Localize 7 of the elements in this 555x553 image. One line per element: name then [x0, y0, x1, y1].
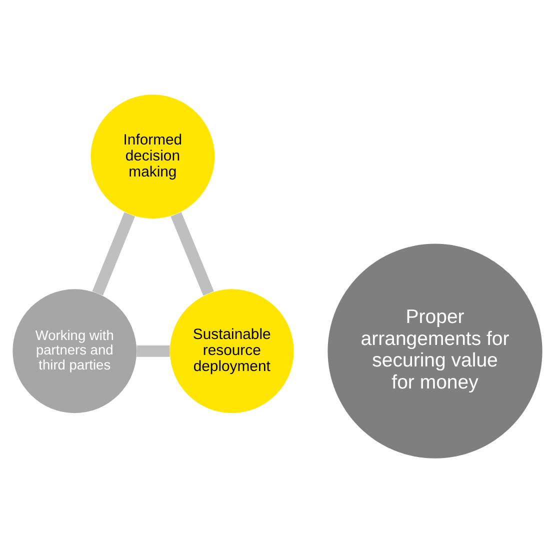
node-circle: Sustainable resource deployment: [170, 289, 294, 414]
node-circle: Proper arrangements for securing value for money: [328, 244, 542, 458]
node-circle: Informed decision making: [90, 94, 215, 219]
node-circle: Working with partners and third parties: [12, 289, 137, 414]
connector: [136, 345, 170, 357]
connector: [92, 212, 136, 296]
connector: [170, 212, 214, 296]
